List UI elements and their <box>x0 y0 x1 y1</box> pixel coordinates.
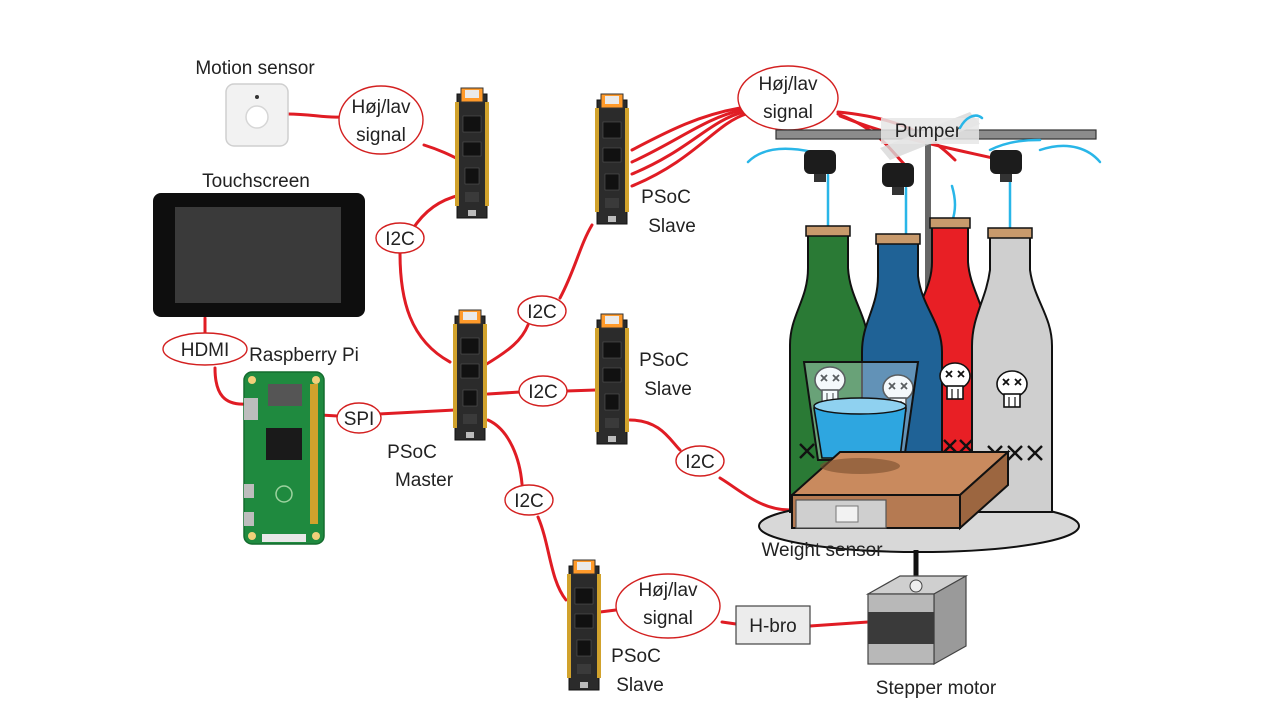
signal-i2c-top: I2C <box>376 223 424 253</box>
svg-text:signal: signal <box>356 125 406 146</box>
motion-sensor: Motion sensor <box>195 58 315 146</box>
svg-text:I2C: I2C <box>527 302 557 323</box>
touchscreen-label: Touchscreen <box>202 171 310 192</box>
svg-text:I2C: I2C <box>514 491 544 512</box>
h-bro-label: H-bro <box>749 616 797 637</box>
psoc-master-board <box>453 310 487 440</box>
psoc-slave-board-weight <box>595 314 629 444</box>
signal-spi: SPI <box>337 403 381 433</box>
psoc-slave-board-motor <box>567 560 601 690</box>
signal-hdmi: HDMI <box>163 333 247 365</box>
psoc-slave-motor-label-1: PSoC <box>611 646 661 667</box>
drink-machine: Pumper <box>748 112 1100 592</box>
signal-hoj-lav-motion: Høj/lav signal <box>339 86 423 154</box>
glass <box>804 362 918 460</box>
weight-sensor <box>796 500 886 528</box>
raspberry-pi-label: Raspberry Pi <box>249 345 359 366</box>
psoc-board-top <box>455 88 489 218</box>
svg-text:Høj/lav: Høj/lav <box>758 74 818 95</box>
signal-hoj-lav-pumps: Høj/lav signal <box>738 66 838 130</box>
psoc-slave-board-pumps <box>595 94 629 224</box>
touchscreen: Touchscreen <box>153 171 365 317</box>
signal-i2c-slave-weight: I2C <box>519 376 567 406</box>
weight-sensor-label: Weight sensor <box>761 540 883 561</box>
signal-i2c-slave-pumps: I2C <box>518 296 566 326</box>
svg-text:Høj/lav: Høj/lav <box>638 580 698 601</box>
pump-3 <box>990 150 1022 182</box>
svg-text:SPI: SPI <box>344 409 375 430</box>
raspberry-pi: Raspberry Pi <box>244 345 359 544</box>
pump-2 <box>882 163 914 195</box>
psoc-master-label-1: PSoC <box>387 442 437 463</box>
svg-text:I2C: I2C <box>528 382 558 403</box>
svg-text:Høj/lav: Høj/lav <box>351 97 411 118</box>
svg-text:signal: signal <box>643 608 693 629</box>
psoc-slave-motor-label-2: Slave <box>616 675 664 696</box>
motion-sensor-label: Motion sensor <box>195 58 315 79</box>
pump-1 <box>804 150 836 182</box>
signal-i2c-slave-motor: I2C <box>505 485 553 515</box>
stepper-motor: Stepper motor <box>868 576 997 699</box>
pumper-label: Pumper <box>895 121 962 142</box>
psoc-slave-weight-label-1: PSoC <box>639 350 689 371</box>
psoc-slave-weight-label-2: Slave <box>644 379 692 400</box>
stepper-motor-label: Stepper motor <box>876 678 997 699</box>
psoc-master-label-2: Master <box>395 470 454 491</box>
psoc-slave-pumps-label-2: Slave <box>648 216 696 237</box>
psoc-slave-pumps-label-1: PSoC <box>641 187 691 208</box>
svg-text:signal: signal <box>763 102 813 123</box>
svg-text:I2C: I2C <box>385 229 415 250</box>
h-bro-box: H-bro <box>736 606 810 644</box>
signal-i2c-weight-sensor: I2C <box>676 446 724 476</box>
svg-text:I2C: I2C <box>685 452 715 473</box>
signal-hoj-lav-motor: Høj/lav signal <box>616 574 720 638</box>
svg-text:HDMI: HDMI <box>181 340 230 361</box>
